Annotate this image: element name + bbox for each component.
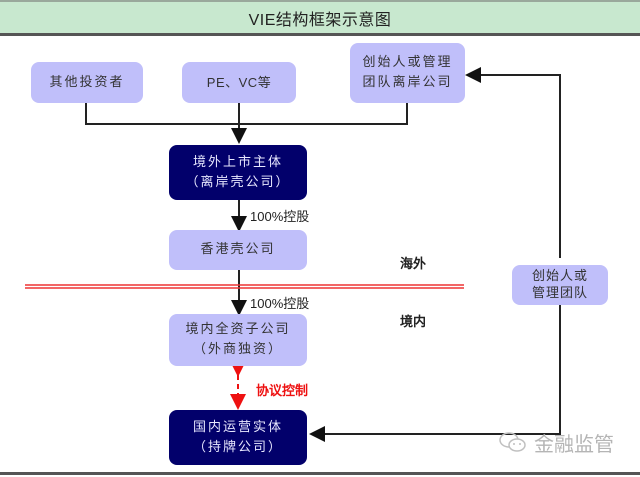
- node-text-line1: 创始人或管理: [362, 55, 453, 70]
- node-text-line2: 团队离岸公司: [362, 75, 453, 90]
- node-founder-team: 创始人或 管理团队: [512, 265, 608, 305]
- founder-team-to-domestic: [309, 304, 561, 442]
- node-text: 香港壳公司: [200, 242, 276, 257]
- bottom-rule: [0, 472, 640, 475]
- node-other-investors: 其他投资者: [31, 62, 143, 103]
- founder-team-to-offshore: [465, 67, 561, 258]
- watermark-text: 金融监管: [534, 432, 614, 456]
- node-text: 其他投资者: [49, 74, 125, 90]
- node-text-line2: （外商独资）: [192, 342, 283, 357]
- diagram-title: VIE结构框架示意图: [248, 11, 392, 29]
- node-listed-entity: 境外上市主体 （离岸壳公司）: [169, 145, 307, 200]
- node-text-line2: （离岸壳公司）: [185, 174, 291, 190]
- onshore-label: 境内: [400, 315, 427, 330]
- title-bar: VIE结构框架示意图: [0, 0, 640, 36]
- node-text-line1: 境内全资子公司: [185, 322, 291, 337]
- node-text-line1: 境外上市主体: [192, 154, 283, 170]
- node-text-line2: （持牌公司）: [192, 439, 283, 455]
- node-text-line1: 创始人或: [531, 269, 588, 284]
- node-text-line1: 国内运营实体: [192, 419, 283, 435]
- holding-label-2: 100%控股: [250, 296, 310, 311]
- wechat-icon: [499, 431, 526, 452]
- holding-label-1: 100%控股: [250, 209, 310, 224]
- node-wfoe: 境内全资子公司 （外商独资）: [169, 314, 307, 366]
- agreement-control-label: 协议控制: [256, 384, 309, 399]
- node-text: PE、VC等: [206, 74, 272, 90]
- node-domestic-entity: 国内运营实体 （持牌公司）: [169, 410, 307, 465]
- node-founder-offshore: 创始人或管理 团队离岸公司: [350, 43, 465, 103]
- offshore-label: 海外: [400, 257, 427, 272]
- node-hk-shell: 香港壳公司: [169, 230, 307, 270]
- investor-connector: [85, 103, 408, 125]
- watermark: 金融监管: [498, 428, 614, 457]
- node-text-line2: 管理团队: [531, 286, 588, 301]
- node-pe-vc: PE、VC等: [182, 62, 296, 103]
